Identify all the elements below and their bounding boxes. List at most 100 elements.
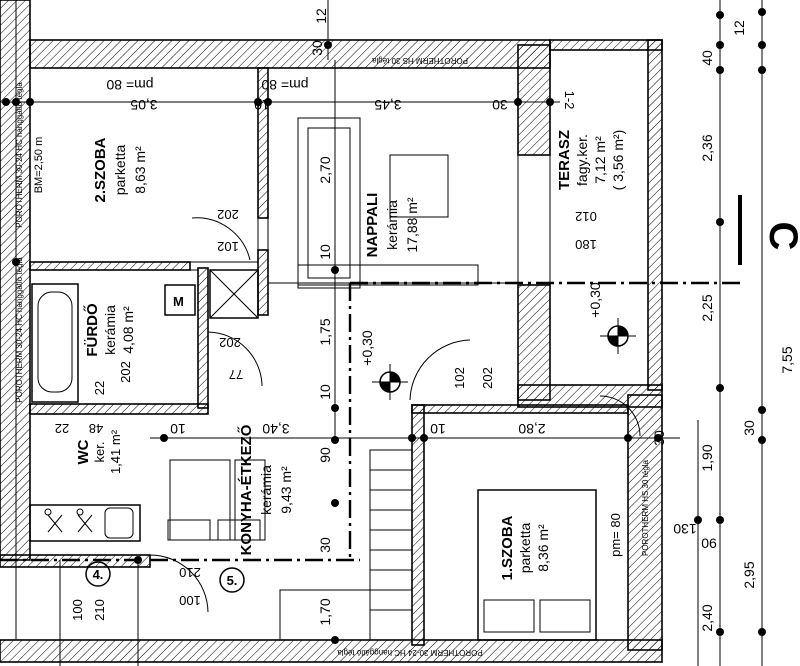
wall-szoba1-top bbox=[411, 404, 629, 414]
svg-text:parketta: parketta bbox=[112, 144, 128, 195]
svg-text:NAPPALI: NAPPALI bbox=[364, 193, 381, 258]
svg-text:2,40: 2,40 bbox=[699, 604, 715, 631]
svg-text:22: 22 bbox=[92, 381, 107, 395]
svg-text:3,05: 3,05 bbox=[130, 97, 157, 113]
bottom-wall bbox=[0, 639, 663, 663]
svg-text:77: 77 bbox=[229, 367, 243, 382]
sofa bbox=[297, 117, 479, 289]
svg-text:FÜRDŐ: FÜRDŐ bbox=[83, 303, 101, 357]
svg-text:WC: WC bbox=[75, 439, 92, 464]
svg-text:fagy.ker.: fagy.ker. bbox=[574, 134, 590, 186]
svg-text:22: 22 bbox=[55, 421, 69, 436]
room-2-szoba: 2.SZOBA parketta 8,63 m² bbox=[92, 137, 148, 202]
svg-text:30: 30 bbox=[309, 40, 325, 56]
dimension-chain-right bbox=[694, 0, 766, 666]
svg-text:30: 30 bbox=[317, 537, 333, 553]
svg-text:9,43 m²: 9,43 m² bbox=[278, 466, 294, 514]
dimension-dots-top bbox=[0, 0, 680, 666]
svg-text:202: 202 bbox=[217, 207, 239, 222]
bm-label: BM=2,50 m bbox=[33, 137, 45, 194]
section-marker: C bbox=[738, 195, 800, 265]
svg-text:10: 10 bbox=[254, 97, 270, 113]
svg-text:7,55: 7,55 bbox=[779, 346, 795, 373]
room-terasz: TERASZ fagy.ker. 7,12 m² ( 3,56 m²) bbox=[556, 130, 626, 191]
svg-text:102: 102 bbox=[217, 239, 239, 254]
svg-text:2,80: 2,80 bbox=[518, 421, 545, 437]
svg-text:10: 10 bbox=[170, 421, 186, 437]
svg-text:180: 180 bbox=[575, 237, 597, 252]
wall-label-top: POROTHERM HS 30 tégla bbox=[371, 56, 468, 65]
svg-text:KONYHA-ÉTKEZŐ: KONYHA-ÉTKEZŐ bbox=[237, 424, 255, 555]
bed bbox=[477, 489, 597, 641]
stair-symbol: M bbox=[173, 294, 184, 309]
room-wc: WC ker. 1,41 m² bbox=[75, 429, 123, 474]
svg-text:10: 10 bbox=[317, 384, 333, 400]
svg-text:4,08 m²: 4,08 m² bbox=[120, 306, 136, 354]
wall-label-bottom: POROTHERM 30-24 HC hanggátló tégla bbox=[337, 648, 483, 657]
svg-text:1,70: 1,70 bbox=[317, 598, 333, 625]
shower bbox=[209, 269, 259, 319]
wall-furdo-right bbox=[197, 267, 209, 409]
svg-text:06: 06 bbox=[701, 535, 717, 551]
svg-text:kerámia: kerámia bbox=[384, 200, 400, 250]
terrace-wall-right bbox=[647, 39, 663, 391]
room-nappali: NAPPALI kerámia 17,88 m² bbox=[364, 193, 420, 258]
svg-text:100: 100 bbox=[179, 593, 201, 608]
svg-text:7,12 m²: 7,12 m² bbox=[592, 136, 608, 184]
svg-text:1,75: 1,75 bbox=[317, 318, 333, 345]
svg-text:30: 30 bbox=[492, 97, 508, 113]
svg-text:2,25: 2,25 bbox=[699, 294, 715, 321]
svg-text:30: 30 bbox=[741, 420, 757, 436]
wall-furdo-bottom bbox=[29, 403, 209, 415]
right-dim-labels: 12 40 2,36 2,25 7,55 30 1,90 2,95 2,40 1… bbox=[673, 20, 795, 632]
svg-text:17,88 m²: 17,88 m² bbox=[404, 197, 420, 253]
svg-text:8,36 m²: 8,36 m² bbox=[535, 524, 551, 572]
wall-szoba-bottom bbox=[29, 261, 191, 271]
svg-text:48: 48 bbox=[89, 421, 103, 436]
svg-text:kerámia: kerámia bbox=[258, 465, 274, 515]
svg-text:C: C bbox=[761, 222, 800, 251]
svg-text:kerámia: kerámia bbox=[102, 305, 118, 355]
svg-text:parketta: parketta bbox=[517, 522, 533, 573]
svg-text:4.: 4. bbox=[93, 567, 104, 582]
svg-text:012: 012 bbox=[575, 209, 597, 224]
svg-text:1-2: 1-2 bbox=[562, 91, 577, 110]
svg-text:100: 100 bbox=[70, 599, 85, 621]
staircase bbox=[369, 449, 413, 641]
svg-text:10: 10 bbox=[430, 421, 446, 437]
level-label-2: +0,30 bbox=[359, 330, 375, 366]
level-marker-2 bbox=[372, 364, 408, 400]
level-label-1: +0,30 bbox=[587, 282, 603, 318]
svg-text:202: 202 bbox=[118, 361, 133, 383]
svg-text:2,36: 2,36 bbox=[699, 134, 715, 161]
wall-szoba-nappali-2 bbox=[257, 249, 269, 316]
svg-text:ker.: ker. bbox=[92, 442, 107, 463]
inner-dim-labels: 2,70 10 1,75 10 90 30 1,70 3,40 2,80 10 … bbox=[55, 156, 667, 625]
svg-text:90: 90 bbox=[317, 447, 333, 463]
svg-text:202: 202 bbox=[219, 335, 241, 350]
kitchen-counter bbox=[29, 504, 141, 542]
top-dim-labels: 3,05 10 3,45 30 30 12 bbox=[130, 8, 508, 113]
room-konyha: KONYHA-ÉTKEZŐ kerámia 9,43 m² bbox=[237, 424, 294, 555]
svg-text:202: 202 bbox=[480, 367, 495, 389]
svg-text:( 3,56 m²): ( 3,56 m²) bbox=[610, 130, 626, 191]
level-marker-1 bbox=[600, 318, 636, 354]
wall-label-left: POROTHERM 30-24 HC hanggátló tégla bbox=[15, 257, 24, 403]
nappali-terasz-wall-lower bbox=[517, 284, 551, 401]
svg-text:pm= 80: pm= 80 bbox=[261, 77, 308, 93]
svg-text:40: 40 bbox=[699, 50, 715, 66]
room-furdo: FÜRDŐ kerámia 4,08 m² bbox=[83, 303, 136, 357]
svg-text:pm= 80: pm= 80 bbox=[608, 513, 623, 557]
bathtub bbox=[31, 283, 79, 403]
svg-text:12: 12 bbox=[731, 20, 747, 36]
door-swings bbox=[149, 205, 641, 613]
svg-text:TERASZ: TERASZ bbox=[556, 130, 573, 190]
svg-text:8,63 m²: 8,63 m² bbox=[132, 146, 148, 194]
wall-label-left-2: POROTHERM 30-24 HC hanggátló tégla bbox=[15, 82, 24, 228]
dining-table bbox=[167, 459, 266, 541]
svg-text:210: 210 bbox=[179, 565, 201, 580]
terrace-wall-top bbox=[549, 39, 663, 51]
svg-text:130: 130 bbox=[673, 521, 697, 537]
nappali-terasz-wall bbox=[517, 44, 551, 156]
top-wall bbox=[29, 39, 551, 69]
